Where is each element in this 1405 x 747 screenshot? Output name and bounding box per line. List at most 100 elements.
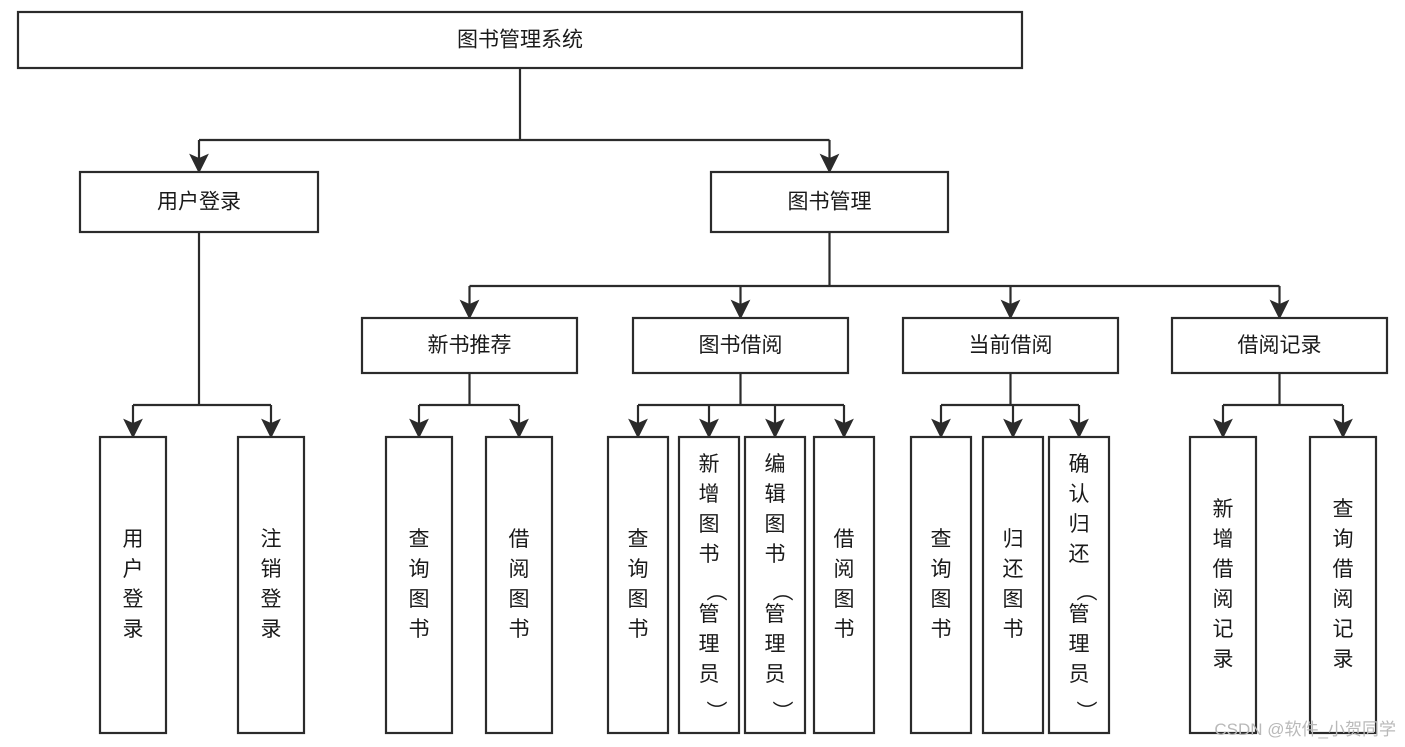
- node-label-leaf-confirm-return-admin: ）: [1074, 701, 1097, 722]
- node-label-leaf-add-borrow-record: 新: [1213, 498, 1234, 521]
- node-book-borrow[interactable]: 图书借阅: [631, 316, 850, 375]
- node-borrow-record[interactable]: 借阅记录: [1170, 316, 1389, 375]
- node-box-leaf-borrow-book: [812, 435, 876, 735]
- node-label-leaf-add-book-admin: 新: [699, 453, 720, 476]
- node-label-leaf-add-book-admin: 书: [699, 543, 720, 566]
- node-label-leaf-edit-book-admin: 理: [765, 633, 786, 656]
- edge-group-borrow-record: [1213, 373, 1353, 439]
- node-label-leaf-add-borrow-record: 阅: [1213, 588, 1234, 611]
- node-label-current-borrow: 当前借阅: [969, 334, 1053, 357]
- node-label-leaf-confirm-return-admin: 归: [1069, 513, 1090, 536]
- node-label-leaf-edit-book-admin: 图: [765, 513, 786, 536]
- node-label-leaf-confirm-return-admin: 还: [1069, 543, 1090, 566]
- edge-group-book-borrow: [628, 373, 854, 439]
- node-label-leaf-query-book-current: 书: [931, 618, 952, 641]
- node-box-book-management: [709, 170, 950, 234]
- node-label-leaf-add-borrow-record: 借: [1213, 558, 1234, 581]
- node-label-leaf-borrow-book-rec: 借: [509, 528, 530, 551]
- node-label-leaf-add-book-admin: 理: [699, 633, 720, 656]
- node-box-leaf-return-book: [981, 435, 1045, 735]
- node-label-leaf-confirm-return-admin: 认: [1069, 483, 1090, 506]
- node-label-leaf-edit-book-admin: 编: [765, 453, 786, 476]
- node-box-user-login: [78, 170, 320, 234]
- node-label-leaf-edit-book-admin: 管: [765, 603, 786, 626]
- node-label-leaf-user-login: 录: [123, 618, 144, 641]
- node-new-book-recommend[interactable]: 新书推荐: [360, 316, 579, 375]
- node-label-leaf-query-borrow-record: 录: [1333, 648, 1354, 671]
- node-box-borrow-record: [1170, 316, 1389, 375]
- node-label-leaf-borrow-book: 书: [834, 618, 855, 641]
- node-label-leaf-add-book-admin: 图: [699, 513, 720, 536]
- node-user-login[interactable]: 用户登录: [78, 170, 320, 234]
- node-label-leaf-query-borrow-record: 查: [1333, 498, 1354, 521]
- node-root[interactable]: 图书管理系统: [16, 10, 1024, 70]
- watermark-text: CSDN @软件_小贺同学: [1214, 720, 1396, 739]
- edge-group-root: [189, 68, 840, 174]
- node-label-leaf-query-book-current: 查: [931, 528, 952, 551]
- node-box-leaf-logout-login: [236, 435, 306, 735]
- node-label-leaf-add-book-admin: ）: [704, 701, 727, 722]
- node-label-leaf-add-book-admin: 员: [699, 663, 720, 686]
- node-label-leaf-query-book-current: 询: [931, 558, 952, 581]
- node-box-leaf-borrow-book-rec: [484, 435, 554, 735]
- node-box-leaf-user-login: [98, 435, 168, 735]
- node-label-leaf-confirm-return-admin: 确: [1069, 453, 1090, 476]
- node-label-leaf-logout-login: 注: [261, 528, 282, 551]
- node-box-leaf-edit-book-admin: [743, 435, 807, 735]
- node-label-leaf-query-book-borrow: 查: [628, 528, 649, 551]
- node-label-leaf-borrow-book: 阅: [834, 558, 855, 581]
- node-leaf-user-login[interactable]: 用户登录: [98, 435, 168, 735]
- node-label-leaf-add-book-admin: 增: [699, 483, 720, 506]
- node-label-leaf-return-book: 还: [1003, 558, 1024, 581]
- node-label-leaf-query-book-borrow: 图: [628, 588, 649, 611]
- node-label-leaf-query-book-rec: 书: [409, 618, 430, 641]
- node-box-current-borrow: [901, 316, 1120, 375]
- node-label-leaf-user-login: 户: [123, 558, 144, 581]
- node-box-leaf-query-book-current: [909, 435, 973, 735]
- node-label-leaf-confirm-return-admin: 管: [1069, 603, 1090, 626]
- node-current-borrow[interactable]: 当前借阅: [901, 316, 1120, 375]
- node-box-root: [16, 10, 1024, 70]
- edge-group-new-book-recommend: [409, 373, 529, 439]
- node-box-leaf-query-book-rec: [384, 435, 454, 735]
- node-label-leaf-add-book-admin: 管: [699, 603, 720, 626]
- node-label-leaf-user-login: 登: [123, 588, 144, 611]
- node-label-new-book-recommend: 新书推荐: [428, 334, 512, 357]
- node-label-leaf-query-book-borrow: 书: [628, 618, 649, 641]
- node-box-leaf-query-borrow-record: [1308, 435, 1378, 735]
- node-label-leaf-query-book-borrow: 询: [628, 558, 649, 581]
- node-box-new-book-recommend: [360, 316, 579, 375]
- node-label-leaf-query-borrow-record: 阅: [1333, 588, 1354, 611]
- node-label-leaf-return-book: 书: [1003, 618, 1024, 641]
- node-label-leaf-query-borrow-record: 询: [1333, 528, 1354, 551]
- node-label-leaf-confirm-return-admin: 员: [1069, 663, 1090, 686]
- node-box-leaf-add-book-admin: [677, 435, 741, 735]
- node-label-user-login: 用户登录: [157, 191, 241, 214]
- node-label-leaf-edit-book-admin: 书: [765, 543, 786, 566]
- node-label-leaf-query-book-rec: 询: [409, 558, 430, 581]
- node-label-leaf-query-book-rec: 图: [409, 588, 430, 611]
- edge-group-current-borrow: [931, 373, 1089, 439]
- nodes-layer: 图书管理系统用户登录图书管理新书推荐图书借阅当前借阅借阅记录用户登录注销登录查询…: [16, 10, 1389, 735]
- edges-layer: [123, 68, 1353, 439]
- node-label-leaf-query-borrow-record: 借: [1333, 558, 1354, 581]
- node-label-leaf-query-book-rec: 查: [409, 528, 430, 551]
- node-label-leaf-logout-login: 登: [261, 588, 282, 611]
- node-label-leaf-borrow-book-rec: 阅: [509, 558, 530, 581]
- node-label-leaf-edit-book-admin: ）: [770, 701, 793, 722]
- node-book-management[interactable]: 图书管理: [709, 170, 950, 234]
